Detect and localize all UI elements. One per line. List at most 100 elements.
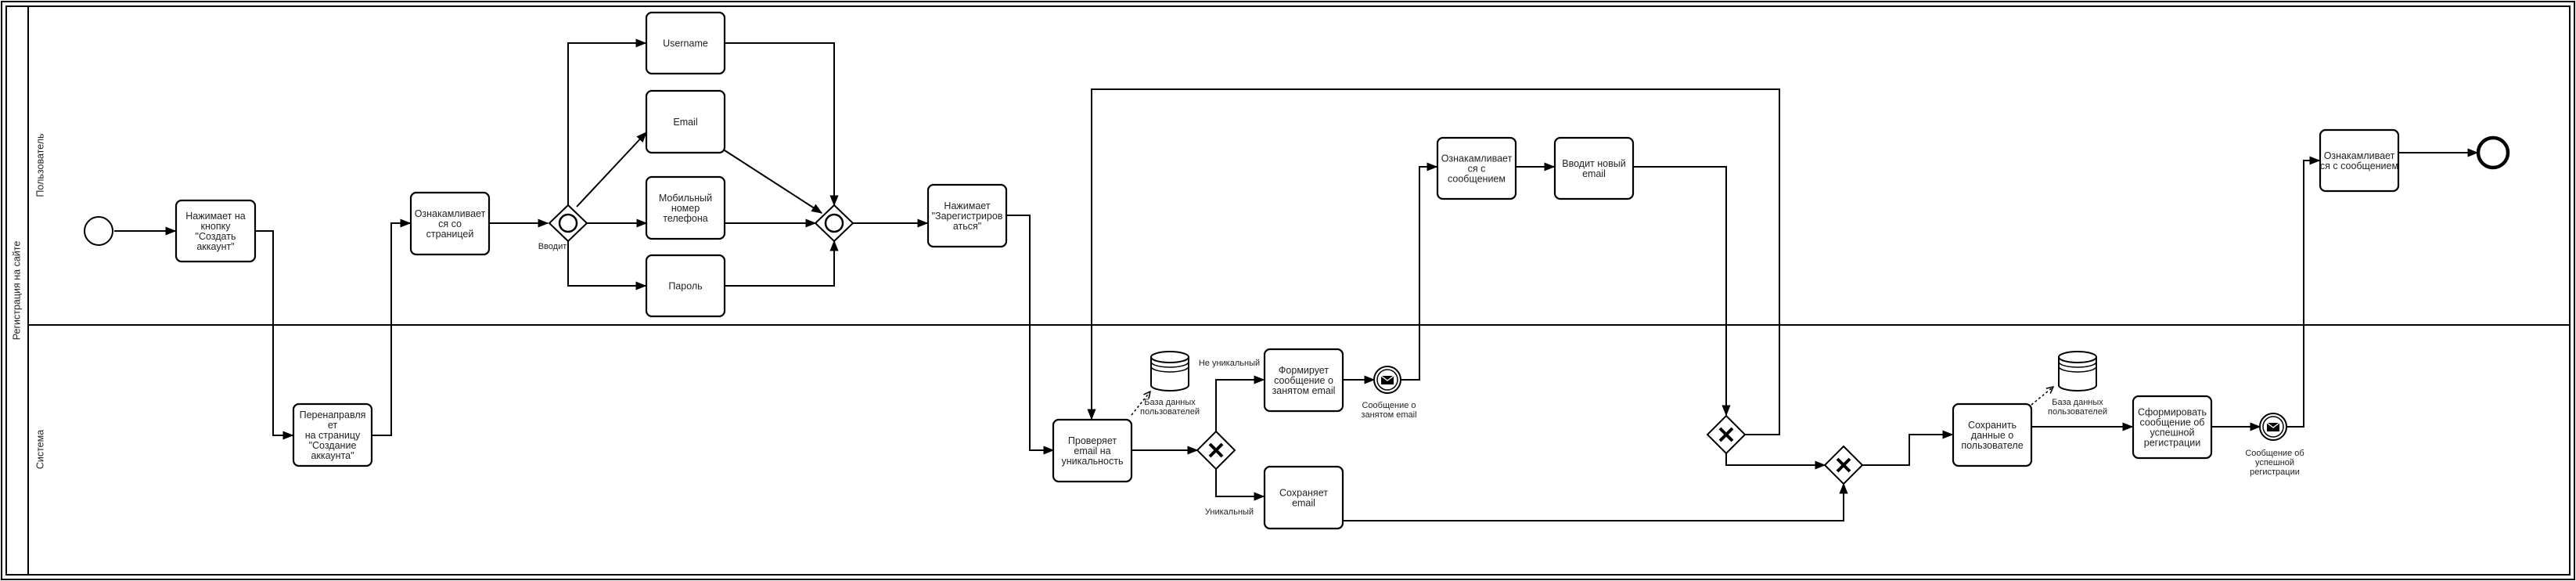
label-line: email [1582, 168, 1606, 179]
message-event-email-busy [1373, 366, 1401, 394]
task-phone [645, 175, 726, 240]
label-line: Пароль [668, 281, 702, 292]
datastore-users-2 [2058, 351, 2097, 392]
label-line: ся со [438, 218, 462, 229]
task-view-message [1436, 136, 1517, 200]
flow-gw-to-password [567, 241, 647, 290]
task-label-email: Email [673, 117, 697, 128]
flow-save-email-to-merge [1344, 482, 1848, 521]
flow-password-to-join [725, 240, 839, 287]
label-line: успешной [2255, 458, 2294, 467]
flow-register-to-check [1006, 215, 1055, 455]
label-line: страницей [426, 229, 474, 240]
label-line: ся с [1468, 164, 1486, 175]
assoc-save-user-to-db [2031, 387, 2053, 406]
label-line: email на [1074, 446, 1110, 456]
label-line: аться" [953, 221, 981, 232]
label-line: пользователей [2048, 407, 2107, 417]
task-form-success-message [2132, 395, 2213, 460]
label-line: сообщение о [1274, 375, 1333, 386]
label-line: уникальность [1062, 456, 1124, 467]
task-redirect-create-page [292, 402, 373, 467]
label-line: регистрации [2144, 438, 2200, 449]
task-save-user-data [1952, 402, 2033, 467]
assoc-check-to-db [1131, 392, 1150, 416]
label-line: Перенаправля [300, 410, 366, 420]
end-event [2476, 135, 2510, 170]
pool-inner-border [5, 5, 2571, 576]
flow-gw-to-username [567, 38, 647, 205]
flow-loop-to-check [1087, 88, 1780, 435]
label-line: Нажимает на [185, 211, 246, 222]
exclusive-gateway-merge [1823, 445, 1864, 485]
inclusive-gateway-split [548, 204, 588, 243]
flow-email-to-join [724, 150, 823, 214]
task-password [645, 254, 726, 318]
label-line: email [1292, 498, 1315, 509]
label-line: Проверяет [1068, 435, 1117, 446]
label-line: "Создать [196, 231, 236, 242]
task-click-register [926, 183, 1008, 248]
label-line: Вводит новый [1562, 158, 1625, 169]
flow-merge-to-save-user [1862, 430, 1954, 466]
label-line: занятом email [1361, 410, 1416, 420]
label-line: успешной [2150, 428, 2195, 438]
label-line: занятом email [1272, 385, 1336, 396]
label-line: Мобильный [659, 193, 712, 204]
label-line: Ознакамливает [1441, 153, 1513, 164]
label-line: Сообщение о [1362, 401, 1416, 410]
label-line: на страницу [305, 430, 361, 441]
label-line: телефона [663, 213, 708, 224]
annotations: Вводит Не уникальный Уникальный База дан… [538, 242, 2304, 517]
label-line: Нажимает [944, 200, 990, 211]
label-line: пользователе [1961, 440, 2023, 451]
task-label-password: Пароль [668, 281, 702, 292]
task-username [645, 11, 726, 75]
task-enter-new-email [1553, 136, 1635, 200]
label-line: сообщение об [2140, 417, 2205, 428]
task-label-username: Username [663, 38, 708, 49]
task-click-create-account [174, 199, 257, 263]
gateways [548, 204, 1864, 485]
label-line: Сохранить [1968, 420, 2017, 431]
label-line: Ознакамливает [2324, 150, 2395, 161]
label-line: База данных [2052, 398, 2103, 407]
lane-title-user: Пользователь [34, 133, 45, 197]
datastore-users-1 [1150, 351, 1189, 392]
label-line: Ознакамливает [415, 208, 486, 219]
start-event [84, 216, 113, 246]
task-view-page [409, 191, 491, 256]
flow-xor-to-merge [1725, 453, 1826, 470]
task-save-email [1263, 465, 1344, 530]
label-unique: Уникальный [1205, 507, 1254, 517]
task-email [645, 89, 726, 154]
label-line: Сформировать [2138, 407, 2207, 418]
label-line: кнопку [201, 221, 232, 232]
label-line: номер [671, 203, 700, 214]
label-line: Email [673, 117, 697, 128]
label-line: Формирует [1279, 365, 1329, 376]
message-event-success [2259, 413, 2287, 441]
flow-redirect-to-view [372, 218, 412, 436]
label-line: сообщением [1448, 174, 1506, 185]
label-line: регистрации [2250, 467, 2300, 477]
pool-title: Регистрация на сайте [11, 241, 22, 341]
sequence-flows [114, 38, 2479, 521]
flow-click-to-redirect [256, 230, 294, 440]
